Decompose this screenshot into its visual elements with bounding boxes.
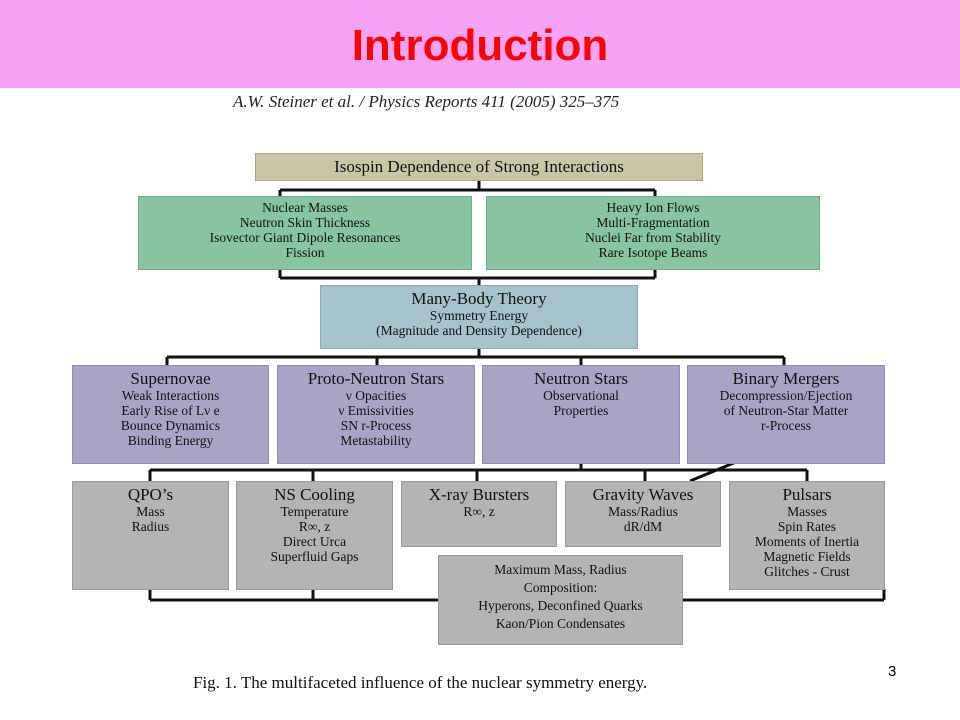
theory-line-1: Symmetry Energy <box>429 308 529 323</box>
title-bar <box>0 0 960 88</box>
cooling-line-2: R∞, z <box>298 519 331 534</box>
maxmass-line-1: Maximum Mass, Radius <box>494 562 627 577</box>
lab-right-line-1: Heavy Ion Flows <box>606 200 700 215</box>
nuclear-structure-box: Nuclear Masses Neutron Skin Thickness Is… <box>138 196 472 270</box>
gravity-waves-box: Gravity Waves Mass/Radius dR/dM <box>565 481 721 547</box>
slide-title: Introduction <box>351 21 609 70</box>
proto-ns-line-4: Metastability <box>340 433 412 448</box>
lab-left-line-4: Fission <box>285 245 325 260</box>
xray-bursters-box: X-ray Bursters R∞, z <box>401 481 557 547</box>
proto-neutron-stars-box: Proto-Neutron Stars ν Opacities ν Emissi… <box>277 365 475 464</box>
supernovae-line-1: Weak Interactions <box>121 388 220 403</box>
lab-left-line-2: Neutron Skin Thickness <box>239 215 371 230</box>
connector-binary-gravity <box>689 460 737 483</box>
qpo-line-2: Radius <box>131 519 170 534</box>
pulsars-title: Pulsars <box>782 485 832 504</box>
proto-ns-line-3: SN r-Process <box>340 418 412 433</box>
pulsars-line-3: Moments of Inertia <box>754 534 860 549</box>
gravity-line-2: dR/dM <box>623 519 663 534</box>
isospin-title: Isospin Dependence of Strong Interaction… <box>334 157 624 176</box>
xray-line-1: R∞, z <box>463 504 495 519</box>
maxmass-line-4: Kaon/Pion Condensates <box>495 616 626 631</box>
xray-title: X-ray Bursters <box>428 485 530 504</box>
binary-line-2: of Neutron-Star Matter <box>723 403 849 418</box>
maximum-mass-box: Maximum Mass, Radius Composition: Hypero… <box>438 555 683 645</box>
figure-caption: Fig. 1. The multifaceted influence of th… <box>193 673 648 692</box>
binary-line-1: Decompression/Ejection <box>719 388 853 403</box>
theory-line-2: (Magnitude and Density Dependence) <box>376 323 582 338</box>
gravity-title: Gravity Waves <box>592 485 694 504</box>
maxmass-line-2: Composition: <box>523 580 598 595</box>
proto-ns-line-2: ν Emissivities <box>338 403 414 418</box>
lab-right-line-2: Multi-Fragmentation <box>596 215 710 230</box>
supernovae-line-4: Binding Energy <box>127 433 214 448</box>
pulsars-box: Pulsars Masses Spin Rates Moments of Ine… <box>729 481 885 590</box>
isospin-box: Isospin Dependence of Strong Interaction… <box>255 153 703 181</box>
lab-left-line-1: Nuclear Masses <box>262 200 348 215</box>
qpo-title: QPO’s <box>127 485 174 504</box>
pulsars-line-4: Magnetic Fields <box>763 549 851 564</box>
lab-right-line-3: Nuclei Far from Stability <box>584 230 722 245</box>
cooling-title: NS Cooling <box>274 485 355 504</box>
supernovae-title: Supernovae <box>130 369 211 388</box>
page-number: 3 <box>888 663 897 680</box>
supernovae-box: Supernovae Weak Interactions Early Rise … <box>72 365 269 464</box>
binary-mergers-box: Binary Mergers Decompression/Ejection of… <box>687 365 885 464</box>
pulsars-line-5: Glitches - Crust <box>764 564 850 579</box>
maxmass-line-3: Hyperons, Deconfined Quarks <box>478 598 643 613</box>
supernovae-line-2: Early Rise of Lν e <box>121 403 220 418</box>
qpo-line-1: Mass <box>136 504 165 519</box>
lab-right-line-4: Rare Isotope Beams <box>598 245 708 260</box>
proto-ns-line-1: ν Opacities <box>345 388 407 403</box>
heavy-ion-box: Heavy Ion Flows Multi-Fragmentation Nucl… <box>486 196 820 270</box>
pulsars-line-2: Spin Rates <box>777 519 837 534</box>
qpo-box: QPO’s Mass Radius <box>72 481 229 590</box>
lab-left-line-3: Isovector Giant Dipole Resonances <box>209 230 401 245</box>
cooling-line-4: Superfluid Gaps <box>270 549 359 564</box>
theory-title: Many-Body Theory <box>411 289 547 308</box>
many-body-theory-box: Many-Body Theory Symmetry Energy (Magnit… <box>320 285 638 349</box>
neutron-stars-box: Neutron Stars Observational Properties <box>482 365 680 464</box>
binary-title: Binary Mergers <box>732 369 840 388</box>
cooling-line-3: Direct Urca <box>282 534 347 549</box>
binary-line-3: r-Process <box>761 418 811 433</box>
gravity-line-1: Mass/Radius <box>608 504 678 519</box>
neutron-stars-line-1: Observational <box>543 388 619 403</box>
neutron-stars-title: Neutron Stars <box>534 369 628 388</box>
pulsars-line-1: Masses <box>787 504 827 519</box>
ns-cooling-box: NS Cooling Temperature R∞, z Direct Urca… <box>236 481 393 590</box>
proto-ns-title: Proto-Neutron Stars <box>307 369 445 388</box>
supernovae-line-3: Bounce Dynamics <box>120 418 221 433</box>
neutron-stars-line-2: Properties <box>553 403 609 418</box>
citation: A.W. Steiner et al. / Physics Reports 41… <box>233 92 620 111</box>
cooling-line-1: Temperature <box>280 504 349 519</box>
